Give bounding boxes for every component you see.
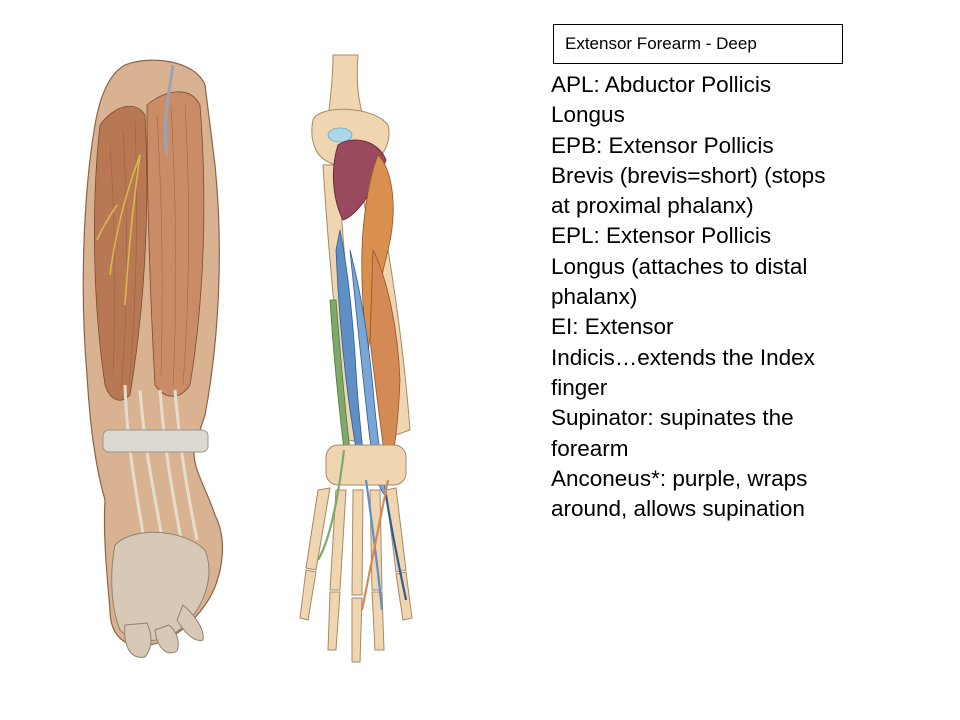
description-line: Supinator: supinates the — [551, 405, 794, 431]
superficial-forearm-illustration — [82, 59, 223, 658]
nerve-branches — [96, 154, 141, 306]
description-line: around, allows supination — [551, 496, 805, 522]
carpal-bones — [325, 444, 407, 486]
digit-tendons — [317, 449, 408, 611]
description-line: Brevis (brevis=short) (stops — [551, 162, 826, 188]
description-line: finger — [551, 374, 608, 400]
brachioradialis-muscle — [94, 105, 148, 401]
description-text: APL: Abductor Pollicis Longus EPB: Exten… — [551, 70, 951, 524]
description-line: Anconeus*: purple, wraps — [551, 465, 808, 491]
superficial-vein — [163, 64, 175, 156]
cartilage — [327, 127, 353, 143]
hand-bones — [299, 487, 413, 663]
description-line: phalanx) — [551, 284, 638, 310]
extensor-retinaculum — [102, 429, 209, 453]
description-line: forearm — [551, 435, 629, 461]
description-line: EPL: Extensor Pollicis — [551, 223, 772, 249]
muscle-striations — [109, 104, 189, 391]
description-line: Longus (attaches to distal — [551, 253, 808, 279]
description-line: Longus — [551, 102, 625, 128]
description-line: EI: Extensor — [551, 314, 674, 340]
fingers — [124, 604, 204, 658]
description-line: APL: Abductor Pollicis — [551, 72, 772, 97]
anconeus-muscle — [333, 139, 387, 221]
wrist-tendons — [123, 384, 199, 556]
description-line: EPB: Extensor Pollicis — [551, 132, 774, 158]
deep-extensor-forearm-illustration — [299, 54, 413, 663]
slide-title: Extensor Forearm - Deep — [553, 24, 843, 64]
description-line: Indicis…extends the Index — [551, 344, 815, 370]
description-line: at proximal phalanx) — [551, 193, 754, 219]
